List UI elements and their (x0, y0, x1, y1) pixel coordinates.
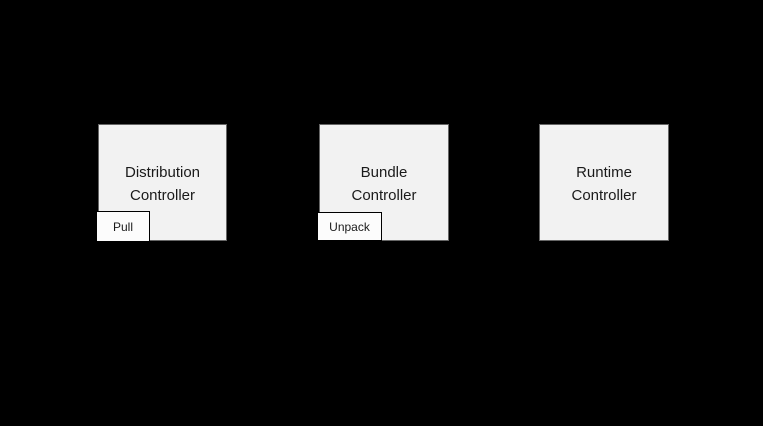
node-label-distribution-controller: Distribution Controller (124, 163, 201, 204)
node-label-runtime-controller: Runtime Controller (571, 163, 637, 204)
node-label-bundle-controller: Bundle Controller (351, 163, 417, 204)
badge-pull: Pull (96, 211, 150, 242)
badge-label-pull: Pull (112, 219, 133, 234)
badge-label-unpack: Unpack (329, 219, 370, 234)
node-runtime-controller: Runtime Controller (539, 124, 669, 241)
badge-unpack: Unpack (317, 212, 382, 241)
